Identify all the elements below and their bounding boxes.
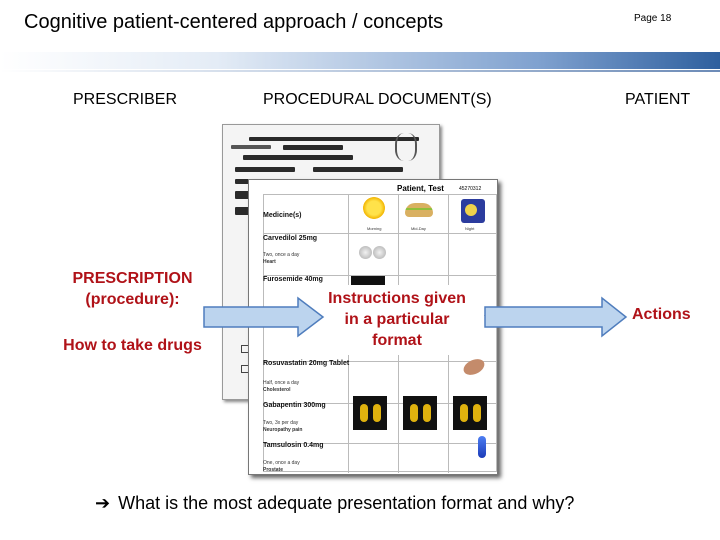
slide-title: Cognitive patient-centered approach / co… [24,11,444,33]
med-dose: Two, once a day [263,252,300,258]
prescription-line-2: (procedure): [85,291,180,308]
instructions-line-2: in a particular [344,311,450,328]
page-number: Page 18 [634,13,672,24]
med-name: Rosuvastatin 20mg Tablet [263,360,350,367]
question-line: ➔ What is the most adequate presentation … [95,493,574,514]
right-arrow-icon [203,296,325,338]
instructions-backdrop [310,285,484,355]
capsule-icon [410,404,418,422]
capsule-photo [403,396,437,430]
capsule-icon [373,404,381,422]
med-dose: Half, once a day [263,380,300,386]
heading-procedural-documents: PROCEDURAL DOCUMENT(S) [263,91,492,108]
caduceus-icon [395,133,417,161]
capsule-icon [360,404,368,422]
time-morning: Morning [367,226,382,231]
sun-icon [363,197,385,219]
actions-label: Actions [632,306,691,323]
capsule-icon [473,404,481,422]
redacted-line [283,145,343,150]
sandwich-icon [405,203,433,217]
med-use: Prostate [263,467,284,473]
pill-icon [359,246,372,259]
med-use: Cholesterol [263,387,291,393]
title-divider [0,70,720,72]
redacted-line [313,167,403,172]
right-arrow-icon [484,296,628,338]
med-name: Gabapentin 300mg [263,402,326,409]
redacted-line [231,145,271,149]
sheet-patient-name: Patient, Test [397,184,444,193]
title-gradient-bar [0,52,720,69]
redacted-line [235,207,259,215]
med-use: Neuropathy pain [263,427,303,433]
capsule-icon [423,404,431,422]
time-night: Night [465,226,475,231]
redacted-line [243,155,353,160]
redacted-line [235,167,295,172]
med-dose: One, once a day [263,460,300,466]
redacted-line [249,137,419,141]
sheet-header-medicines: Medicine(s) [263,212,302,219]
prescription-line-1: PRESCRIPTION [72,270,193,287]
instructions-line-3: format [372,332,422,349]
how-to-take-label: How to take drugs [63,337,202,354]
sheet-id: 45270312 [459,186,482,192]
med-name: Carvedilol 25mg [263,235,318,242]
med-dose: Two, 3x per day [263,420,299,426]
capsule-photo [453,396,487,430]
blue-capsule-icon [478,436,486,458]
heading-patient: PATIENT [625,91,691,108]
heading-prescriber: PRESCRIBER [73,91,178,108]
prescription-label: PRESCRIPTION (procedure): [40,268,225,310]
med-name: Furosemide 40mg [263,276,323,283]
instructions-label: Instructions given in a particular forma… [310,288,484,351]
double-arrow-icon: ➔ [95,493,111,513]
instructions-line-1: Instructions given [328,290,466,307]
capsule-photo [353,396,387,430]
time-midday: Mid-Day [411,226,426,231]
moon-icon [465,204,477,216]
capsule-icon [460,404,468,422]
med-use: Heart [263,259,276,265]
question-text: What is the most adequate presentation f… [118,493,575,513]
med-name: Tamsulosin 0.4mg [263,442,324,449]
pill-icon [373,246,386,259]
